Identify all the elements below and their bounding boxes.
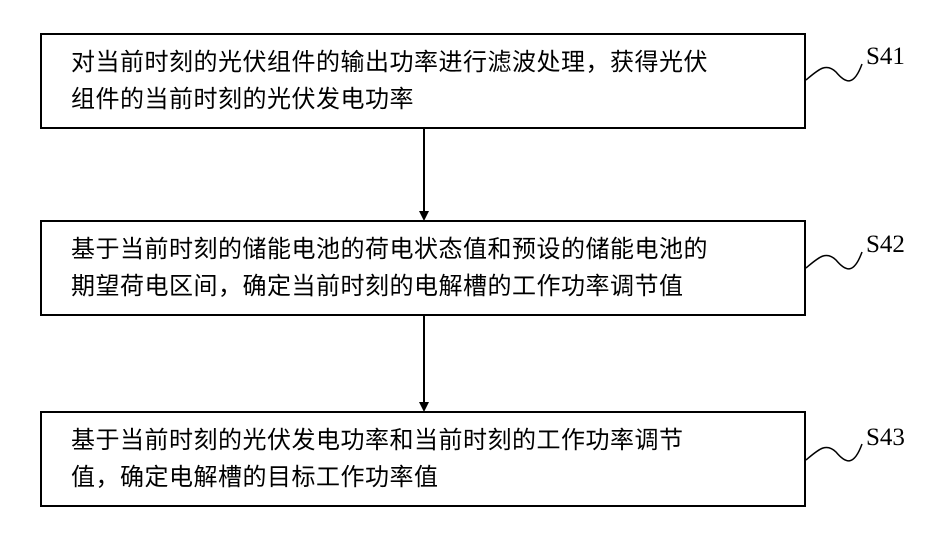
step-box-s41: 对当前时刻的光伏组件的输出功率进行滤波处理，获得光伏 组件的当前时刻的光伏发电功… (40, 33, 806, 129)
step-label-s41: S41 (866, 44, 905, 70)
step-label-s42: S42 (866, 232, 905, 258)
step-s42-line-2: 期望荷电区间，确定当前时刻的电解槽的工作功率调节值 (71, 268, 792, 305)
step-box-s42: 基于当前时刻的储能电池的荷电状态值和预设的储能电池的 期望荷电区间，确定当前时刻… (40, 220, 806, 316)
step-box-s43: 基于当前时刻的光伏发电功率和当前时刻的工作功率调节 值，确定电解槽的目标工作功率… (40, 411, 806, 507)
step-s43-line-1: 基于当前时刻的光伏发电功率和当前时刻的工作功率调节 (71, 422, 792, 459)
leader-s43 (806, 444, 862, 461)
step-s42-line-1: 基于当前时刻的储能电池的荷电状态值和预设的储能电池的 (71, 231, 792, 268)
leader-s42 (806, 252, 862, 269)
step-s43-line-2: 值，确定电解槽的目标工作功率值 (71, 459, 792, 496)
step-s41-line-1: 对当前时刻的光伏组件的输出功率进行滤波处理，获得光伏 (71, 44, 792, 81)
leader-s41 (806, 64, 862, 81)
step-label-s43: S43 (866, 425, 905, 451)
step-s41-line-2: 组件的当前时刻的光伏发电功率 (71, 81, 792, 118)
